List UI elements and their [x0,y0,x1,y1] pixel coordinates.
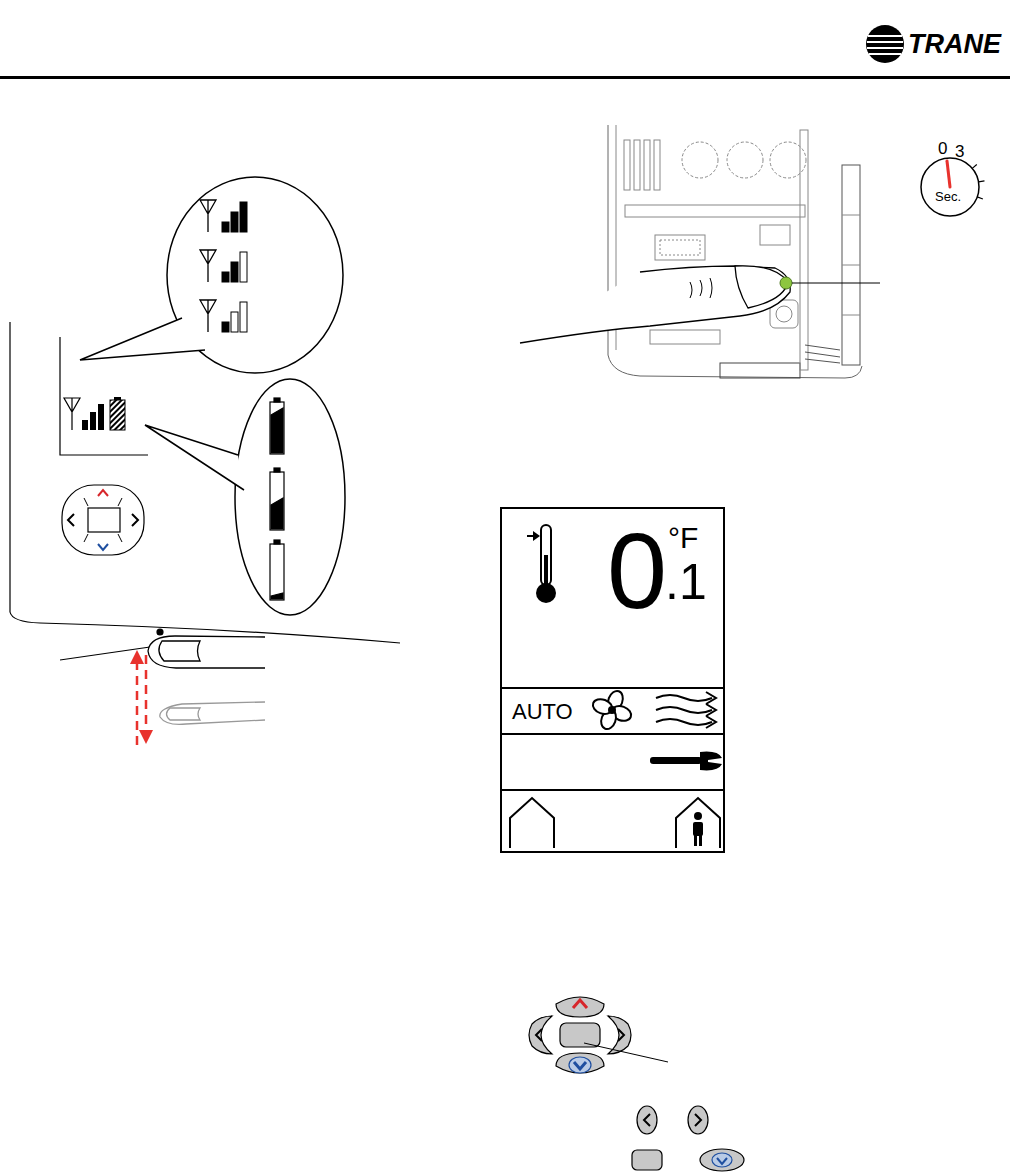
header-rule [0,76,1010,79]
dial-number: 0 [938,140,947,157]
press-arrows [130,650,153,745]
dial-number: 3 [955,143,964,160]
signal-bar [231,262,238,282]
battery-callout [145,379,345,615]
leader-line [792,283,880,284]
brand-logo-text: TRANE [908,31,1001,58]
signal-bar [222,222,229,232]
fan-mode-band: AUTO [502,687,723,735]
antenna-symbol [200,300,216,332]
leader-line [584,1043,668,1062]
signal-bar [222,272,229,282]
occupied-icon [676,798,720,848]
temperature-digit: 0 [607,517,667,625]
stopwatch-dial: 03Sec. [918,140,982,222]
wrench-icon [650,752,722,771]
signal-callout [80,177,343,373]
status-led [780,277,792,289]
signal-strength-icons [200,200,247,332]
unoccupied-icon [510,798,554,848]
signal-bar [231,212,238,232]
trane-logo [866,25,904,63]
signal-bar [240,202,247,232]
small-buttons [632,1106,744,1171]
stopwatch-outline [918,140,982,222]
finger [148,636,265,724]
finger [520,266,790,343]
dial-unit: Sec. [935,190,961,203]
fan-icon [591,689,633,731]
antenna-symbol [200,250,216,282]
navigation-pad [62,485,144,555]
signal-bar [231,312,238,332]
keypad [529,997,631,1073]
temperature-unit: °F [668,523,698,553]
thermostat-housing [10,322,400,660]
temperature-decimal: .1 [665,557,707,607]
airflow-icon [656,692,716,728]
antenna-symbol [200,200,216,232]
signal-bar [222,322,229,332]
signal-bar [240,252,247,282]
status-icon [64,397,125,430]
battery-icons [270,398,284,600]
lcd-display: 0°F .1AUTO [500,507,725,853]
circuit-board [608,125,862,378]
fan-mode-text: AUTO [512,701,573,723]
signal-bar [240,302,247,332]
